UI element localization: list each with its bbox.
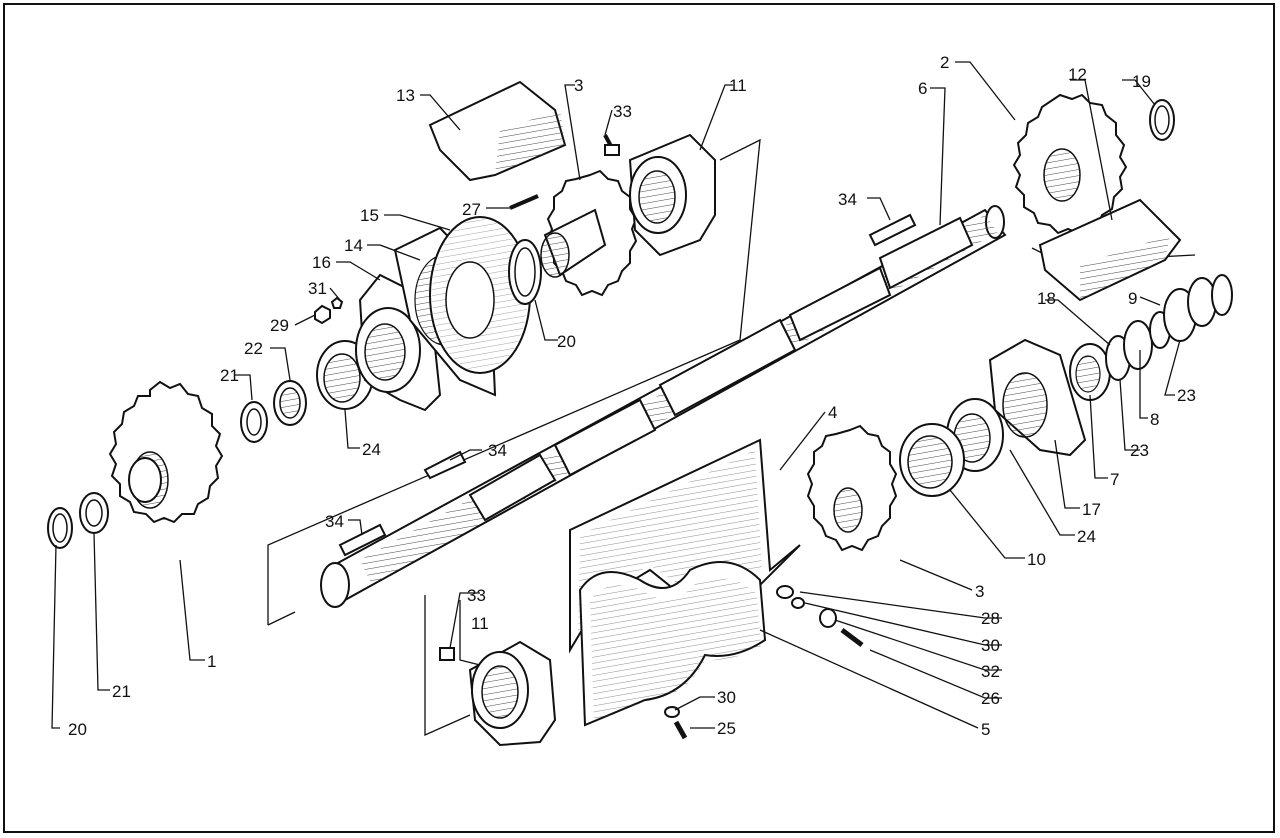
callout-22: 22 (244, 339, 263, 358)
callout-25: 25 (717, 719, 736, 738)
bearing-22 (273, 380, 307, 426)
callout-5: 5 (981, 720, 990, 739)
callout-30-right: 30 (981, 636, 1000, 655)
callout-16: 16 (312, 253, 331, 272)
callout-33-lower: 33 (467, 586, 486, 605)
bearing-housing-11-lower (468, 640, 557, 747)
callout-9: 9 (1128, 289, 1137, 308)
callout-34-middle: 34 (488, 441, 507, 460)
callout-31: 31 (308, 279, 327, 298)
sprocket-1 (108, 380, 224, 524)
bearing-stack-7-8-9-18-23 (1069, 274, 1233, 401)
cover-13 (428, 80, 567, 182)
callout-11-lower: 11 (471, 614, 489, 633)
keys-34-lower (338, 450, 467, 557)
sprocket-3-upper (540, 169, 638, 297)
cover-12 (1038, 198, 1182, 302)
flange-housing-17 (988, 338, 1087, 457)
callout-12: 12 (1068, 65, 1087, 84)
callout-8: 8 (1150, 410, 1159, 429)
callout-28: 28 (981, 609, 1000, 628)
key-34-upper (868, 213, 917, 247)
callout-3-upper: 3 (574, 76, 583, 95)
callout-7: 7 (1110, 470, 1119, 489)
callout-18: 18 (1037, 289, 1056, 308)
callout-23-right: 23 (1177, 386, 1196, 405)
washer-21-left (79, 492, 109, 534)
guard-5 (578, 561, 767, 727)
ring-19 (1149, 99, 1175, 141)
callout-34-lower: 34 (325, 512, 344, 531)
callout-2: 2 (940, 53, 949, 72)
disc-15 (429, 216, 531, 374)
washer-21-bearing (240, 401, 268, 443)
callout-27: 27 (462, 200, 481, 219)
callout-26: 26 (981, 689, 1000, 708)
callout-20-left: 20 (68, 720, 87, 739)
callout-15: 15 (360, 206, 379, 225)
callout-3-lower: 3 (975, 582, 984, 601)
sprocket-3-lower (806, 424, 898, 552)
callout-17: 17 (1082, 500, 1101, 519)
callout-20-upper: 20 (557, 332, 576, 351)
retaining-ring-20-left (47, 507, 73, 549)
callout-34-upper: 34 (838, 190, 857, 209)
callout-24-right: 24 (1077, 527, 1096, 546)
callout-4: 4 (828, 403, 837, 422)
callout-labels: 1 2 3 3 4 5 6 7 8 9 10 11 11 12 13 14 15… (68, 53, 1196, 739)
callout-24-left: 24 (362, 440, 381, 459)
leader-lines (51, 61, 1181, 729)
callout-33-upper: 33 (613, 102, 632, 121)
callout-32: 32 (981, 662, 1000, 681)
callout-11-upper: 11 (729, 76, 747, 95)
callout-6: 6 (918, 79, 927, 98)
callout-21-left: 21 (112, 682, 131, 701)
callout-21-bearing: 21 (220, 366, 239, 385)
callout-13: 13 (396, 86, 415, 105)
gear-10 (899, 423, 965, 497)
nuts-29-31 (314, 296, 344, 325)
callout-1: 1 (207, 652, 216, 671)
callout-14: 14 (344, 236, 363, 255)
sprocket-2-double (1012, 93, 1128, 235)
bearing-housing-11-upper (628, 133, 716, 257)
callout-10: 10 (1027, 550, 1046, 569)
bolt-33-upper (603, 134, 620, 156)
bolt-33-lower (439, 647, 455, 661)
bolt-27 (509, 194, 539, 210)
ring-20-upper (508, 239, 542, 305)
callout-29: 29 (270, 316, 289, 335)
callout-23-lower: 23 (1130, 441, 1149, 460)
callout-19: 19 (1132, 72, 1151, 91)
main-shaft (320, 205, 1007, 608)
callout-30-lower: 30 (717, 688, 736, 707)
